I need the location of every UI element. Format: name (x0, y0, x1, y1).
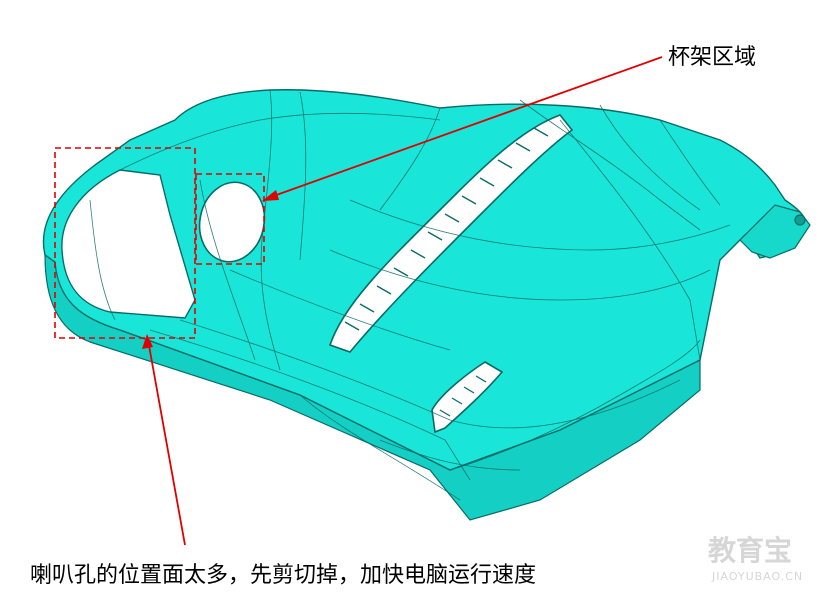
surface-lines (89, 89, 731, 501)
watermark-domain: JIAOYUBAO.CN (711, 570, 803, 583)
bracket-hole (794, 214, 806, 226)
cad-part (42, 89, 811, 521)
watermark-brand: 教育宝 (708, 534, 792, 567)
speaker-leader-line (147, 339, 186, 546)
cup-holder-leader-line (267, 56, 663, 199)
cup-holder-label: 杯架区域 (668, 45, 756, 70)
part-right-bracket (739, 204, 811, 259)
watermark: 教育宝 JIAOYUBAO.CN (708, 534, 803, 583)
speaker-region-box (54, 147, 196, 339)
vent-ribs (344, 127, 549, 331)
speaker-opening (61, 169, 196, 319)
small-vent-ribs (439, 375, 487, 417)
speaker-hole-note: 喇叭孔的位置面太多，先剪切掉，加快电脑运行速度 (30, 563, 536, 588)
cup-holder-region-box (195, 173, 265, 265)
speaker-arrowhead (142, 334, 153, 349)
cup-holder-arrowhead (262, 190, 279, 201)
